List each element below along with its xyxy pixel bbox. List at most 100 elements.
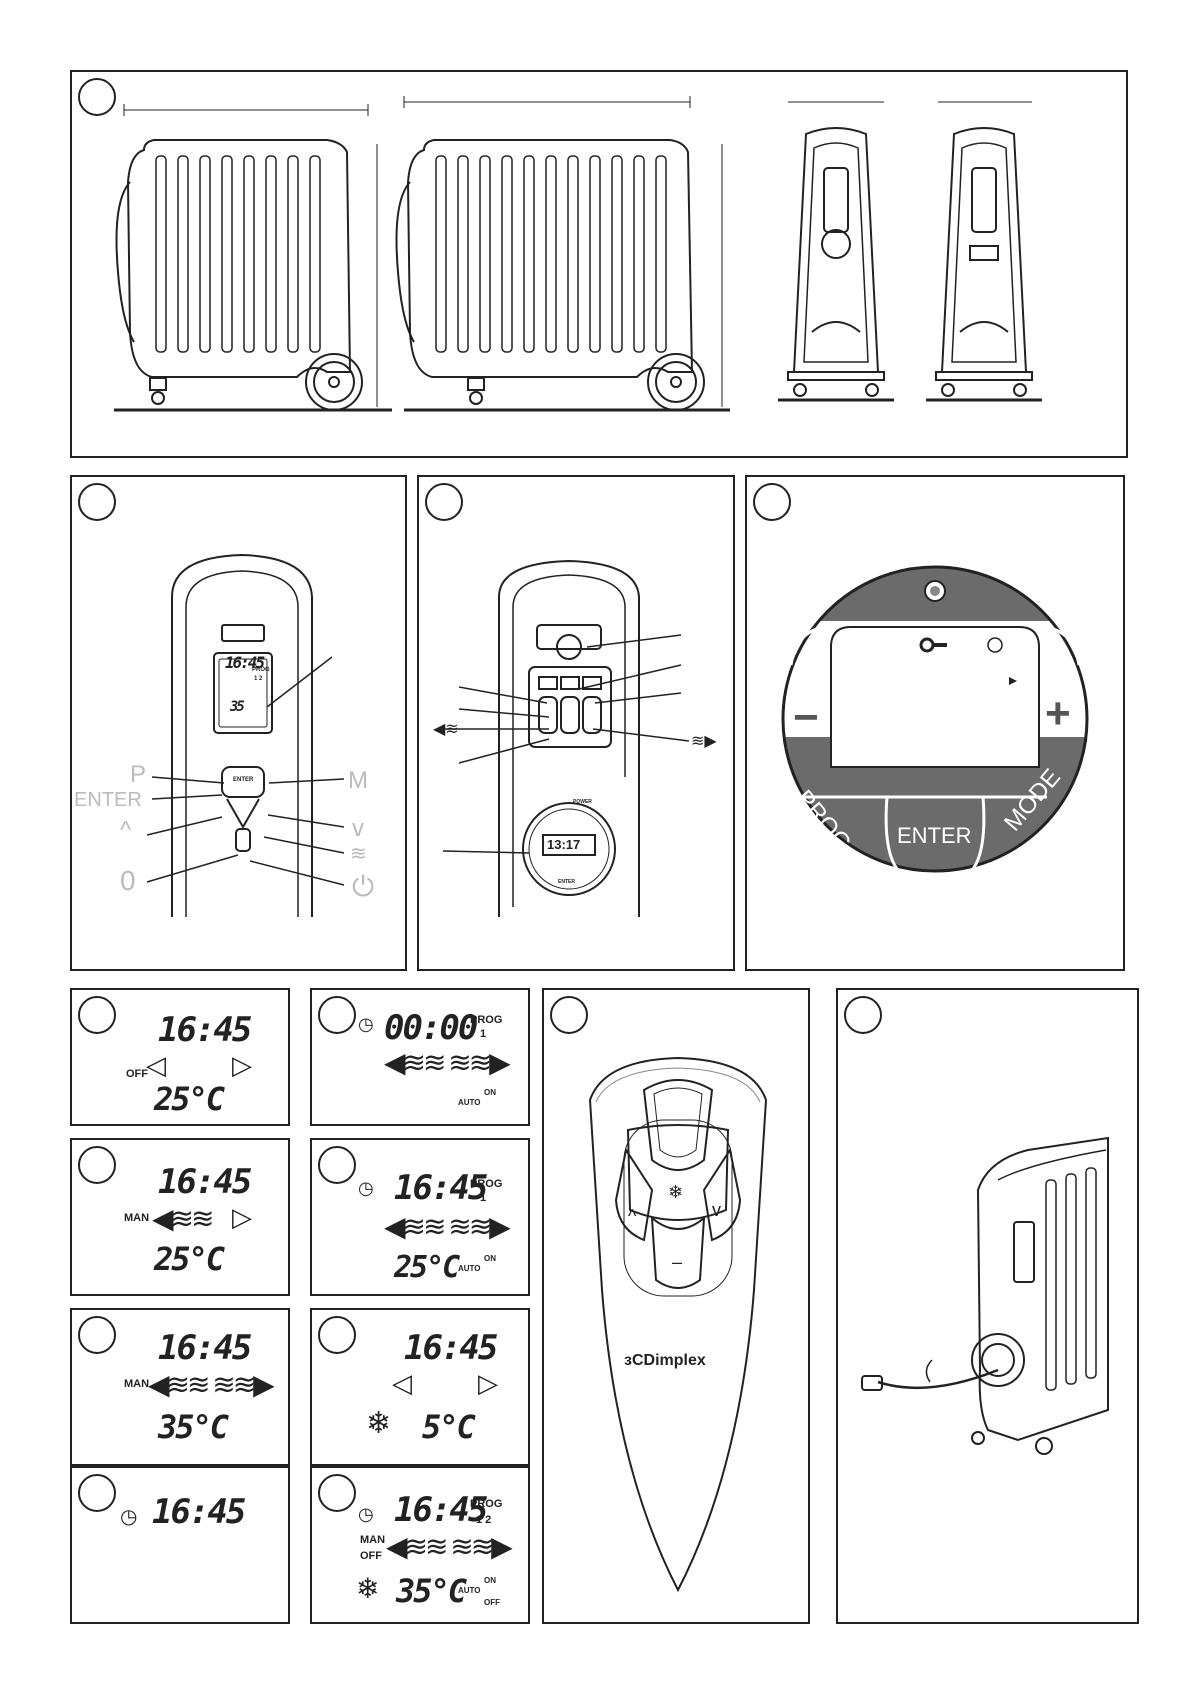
remote-brand-logo: ɜCDimplex (624, 1352, 706, 1370)
remote-minus-button[interactable]: – (672, 1252, 683, 1272)
dial-plus-button[interactable]: + (1045, 689, 1071, 738)
lcd-screen-off: 16:45 ◁ ▷ OFF 25°C (70, 988, 290, 1126)
remote-brand: Dimplex (643, 1352, 706, 1369)
figure-marker (318, 996, 356, 1034)
snowflake-icon: ❄ (356, 1573, 380, 1604)
p-button-label: P (130, 761, 147, 788)
left-arrow-icon: ◁ (146, 1050, 166, 1080)
panel-dial: − + PROG ENTER MODE (745, 475, 1125, 971)
screen-time: 16:45 (158, 1328, 252, 1368)
prog-number: 1 2 (476, 1514, 492, 1526)
screen-temp: 25°C (394, 1250, 460, 1285)
timer-power-label: POWER (573, 799, 592, 805)
remote-snowflake-icon[interactable]: ❄ (668, 1182, 684, 1202)
right-arrow-icon: ▷ (232, 1202, 252, 1232)
figure-marker (318, 1474, 356, 1512)
clock-icon: ◷ (120, 1506, 138, 1528)
screen-temp: 35°C (158, 1408, 229, 1446)
front-display-prog-nums: 1 2 (254, 676, 263, 682)
figure-marker (78, 1146, 116, 1184)
lcd-screen-man: 16:45 MAN ◀≋≋ ▷ 25°C (70, 1138, 290, 1296)
snowflake-icon: ❄ (366, 1407, 392, 1440)
auto-label: AUTO (458, 1264, 481, 1273)
off-label: OFF (360, 1550, 382, 1562)
panel-alt-control: 13:17 POWER ENTER ◀≋ ≋▶ (417, 475, 735, 971)
figure-marker (550, 996, 588, 1034)
prog-number: 1 (480, 1028, 487, 1040)
front-display-time: 16:45 (224, 653, 265, 672)
heat-bar-icon: ◀≋≋ ≋≋▶ (384, 1211, 511, 1242)
panel-control-panel: 16:45 35 PROG 1 2 ENTER P ENTER M ^ 0 v … (70, 475, 407, 971)
on-label: ON (484, 1088, 496, 1097)
remote-up-button[interactable]: ^ (628, 1206, 637, 1226)
on-label: ON (484, 1576, 496, 1585)
screen-time: 16:45 (158, 1162, 252, 1202)
power-cord-drawing (861, 1136, 1109, 1455)
screen-temp: 25°C (154, 1240, 225, 1278)
prog-label: PROG (470, 1498, 503, 1510)
panel-heater-elevations (70, 70, 1128, 458)
front-display-prog: PROG (252, 667, 270, 673)
up-arrow-icon: ^ (120, 817, 132, 844)
control-panel-drawing (146, 553, 345, 917)
dial-minus-button[interactable]: − (793, 693, 819, 742)
lcd-screen-all-segments: ◷ 16:45 PROG 1 2 MAN OFF ◀≋≋ ≋≋▶ ❄ 35°C … (310, 1466, 530, 1624)
timer-display-time: 13:17 (547, 837, 581, 852)
figure-marker (318, 1146, 356, 1184)
mode-off: OFF (126, 1068, 148, 1080)
left-arrow-icon: ◁ (392, 1368, 412, 1398)
clock-icon: ◷ (358, 1178, 374, 1198)
clock-icon: ◷ (358, 1504, 374, 1524)
brand-mark-icon: ɜC (624, 1352, 644, 1369)
lcd-screen-prog-temp: ◷ 16:45 PROG 1 ◀≋≋ ≋≋▶ 25°C AUTO ON (310, 1138, 530, 1296)
heat-bar-icon: ◀≋≋ ≋≋▶ (386, 1531, 513, 1562)
prog-number: 1 (480, 1192, 487, 1204)
mode-man: MAN (124, 1378, 150, 1390)
heat-bar-icon: ◀≋≋ ≋≋▶ (148, 1369, 275, 1400)
figure-marker (78, 1316, 116, 1354)
screen-time: 16:45 (152, 1492, 246, 1532)
heat-bar-icon: ◀≋≋ ≋≋▶ (384, 1047, 511, 1078)
figure-marker (844, 996, 882, 1034)
screen-time: 16:45 (404, 1328, 498, 1368)
lcd-screen-prog: ◷ 00:00 PROG 1 ◀≋≋ ≋≋▶ AUTO ON (310, 988, 530, 1126)
heater-elevations-drawing (114, 96, 1042, 412)
dial-drawing (781, 565, 1089, 873)
figure-marker (78, 1474, 116, 1512)
prog-label: PROG (470, 1178, 503, 1190)
screen-time: 16:45 (158, 1010, 252, 1050)
figure-marker (425, 483, 463, 521)
screen-time: 16:45 (394, 1168, 488, 1208)
down-arrow-icon: v (352, 815, 364, 842)
power-icon: ⏻ (352, 871, 375, 902)
figure-marker (753, 483, 791, 521)
frost-icon: 0 (120, 865, 136, 896)
clock-icon: ◷ (358, 1014, 374, 1034)
panel-power-cord (836, 988, 1139, 1624)
heat-bar-icon: ◀≋≋ (152, 1203, 214, 1234)
front-display-temp: 35 (230, 699, 245, 715)
auto-label: AUTO (458, 1586, 481, 1595)
lcd-screen-frost: 16:45 ◁ ▷ ❄ 5°C (310, 1308, 530, 1466)
off2-label: OFF (484, 1598, 500, 1607)
screen-time: 16:45 (394, 1490, 488, 1530)
lcd-screen-man-full: 16:45 MAN ◀≋≋ ≋≋▶ 35°C (70, 1308, 290, 1466)
heat-waves-icon: ≋ (350, 843, 367, 865)
screen-temp: 25°C (154, 1080, 225, 1118)
screen-time: 00:00 (384, 1008, 478, 1048)
figure-marker (78, 483, 116, 521)
man-label: MAN (360, 1534, 386, 1546)
figure-marker (78, 996, 116, 1034)
alt-control-drawing (442, 559, 690, 917)
figure-marker (78, 78, 116, 116)
auto-label: AUTO (458, 1098, 481, 1107)
right-heat-arrow-icon: ≋▶ (691, 733, 717, 750)
enter-button-label: ENTER (233, 777, 254, 783)
panel-remote: ❄ ^ v – ɜCDimplex (542, 988, 810, 1624)
dial-enter-button[interactable]: ENTER (897, 823, 972, 848)
on-label: ON (484, 1254, 496, 1263)
left-heat-arrow-icon: ◀≋ (433, 721, 459, 738)
right-arrow-icon: ▷ (478, 1368, 498, 1398)
remote-down-button[interactable]: v (712, 1200, 721, 1220)
prog-label: PROG (470, 1014, 503, 1026)
